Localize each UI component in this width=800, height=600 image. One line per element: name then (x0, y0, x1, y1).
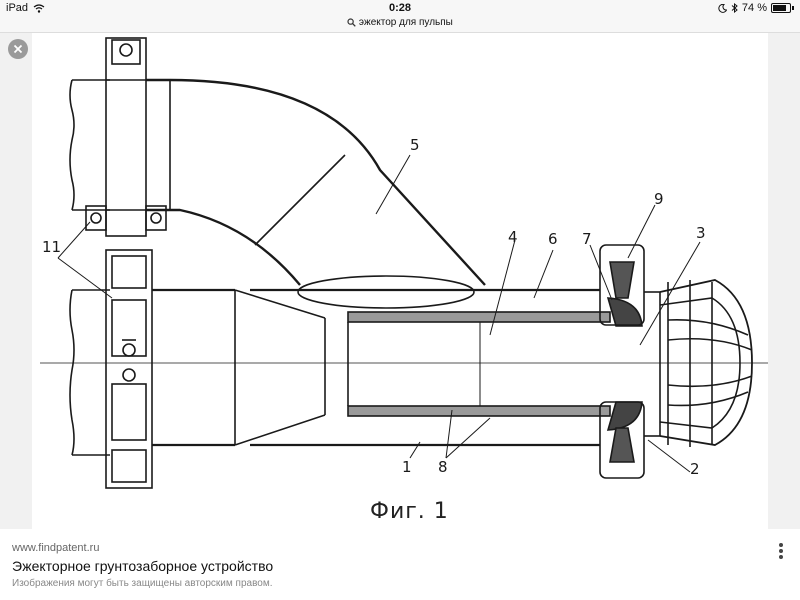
flange-top (599, 244, 645, 326)
callout-8: 8 (438, 458, 448, 476)
wifi-icon (33, 3, 45, 13)
more-vertical-icon[interactable] (776, 542, 786, 560)
more-dot (779, 555, 783, 559)
address-bar[interactable]: эжектор для пульпы (0, 16, 800, 33)
callout-9: 9 (654, 190, 664, 208)
curved-inlet-inner (146, 208, 301, 286)
callout-7: 7 (582, 230, 592, 248)
status-left: iPad (6, 0, 45, 16)
source-link[interactable]: www.findpatent.ru (12, 542, 100, 554)
copyright-notice: Изображения могут быть защищены авторски… (12, 578, 273, 589)
callout-6: 6 (548, 230, 558, 248)
curved-inlet-outer (146, 78, 486, 286)
close-button[interactable] (8, 39, 28, 59)
inner-tube-top (347, 311, 611, 323)
status-bar: iPad 0:28 74 % (0, 0, 800, 16)
upper-clamp (105, 37, 147, 237)
image-viewer: 5 4 6 7 9 3 11 1 8 2 Фиг. 1 (0, 33, 800, 529)
battery-cap (792, 6, 794, 10)
close-icon (13, 44, 23, 54)
result-title[interactable]: Эжекторное грунтозаборное устройство (12, 558, 274, 574)
pipe-break-left-lower (69, 289, 75, 456)
battery-fill (773, 5, 787, 11)
status-time: 0:28 (388, 2, 412, 14)
lower-clamp (105, 249, 153, 489)
search-icon (347, 18, 356, 27)
protective-cage (659, 279, 753, 447)
inner-tube-bottom (347, 405, 611, 417)
search-query[interactable]: эжектор для пульпы (358, 17, 453, 28)
callout-3: 3 (696, 224, 706, 242)
callout-1: 1 (402, 458, 412, 476)
callout-5: 5 (410, 136, 420, 154)
image-info-panel: www.findpatent.ru Эжекторное грунтозабор… (0, 530, 800, 600)
viewer-margin-right (768, 33, 800, 529)
bluetooth-icon (731, 3, 738, 13)
status-right: 74 % (718, 0, 794, 16)
pipe-break-left (69, 79, 75, 211)
device-name: iPad (6, 2, 29, 14)
callout-2: 2 (690, 460, 700, 478)
more-dot (779, 543, 783, 547)
patent-drawing: 5 4 6 7 9 3 11 1 8 2 (40, 37, 768, 489)
callout-4: 4 (508, 228, 518, 246)
flange-bottom (599, 401, 645, 479)
more-dot (779, 549, 783, 553)
viewer-margin-left (0, 33, 32, 529)
battery-percent: 74 % (741, 2, 767, 14)
callout-11: 11 (42, 238, 61, 256)
moon-icon (718, 3, 727, 13)
figure-caption: Фиг. 1 (370, 499, 449, 524)
battery-icon (771, 3, 791, 13)
